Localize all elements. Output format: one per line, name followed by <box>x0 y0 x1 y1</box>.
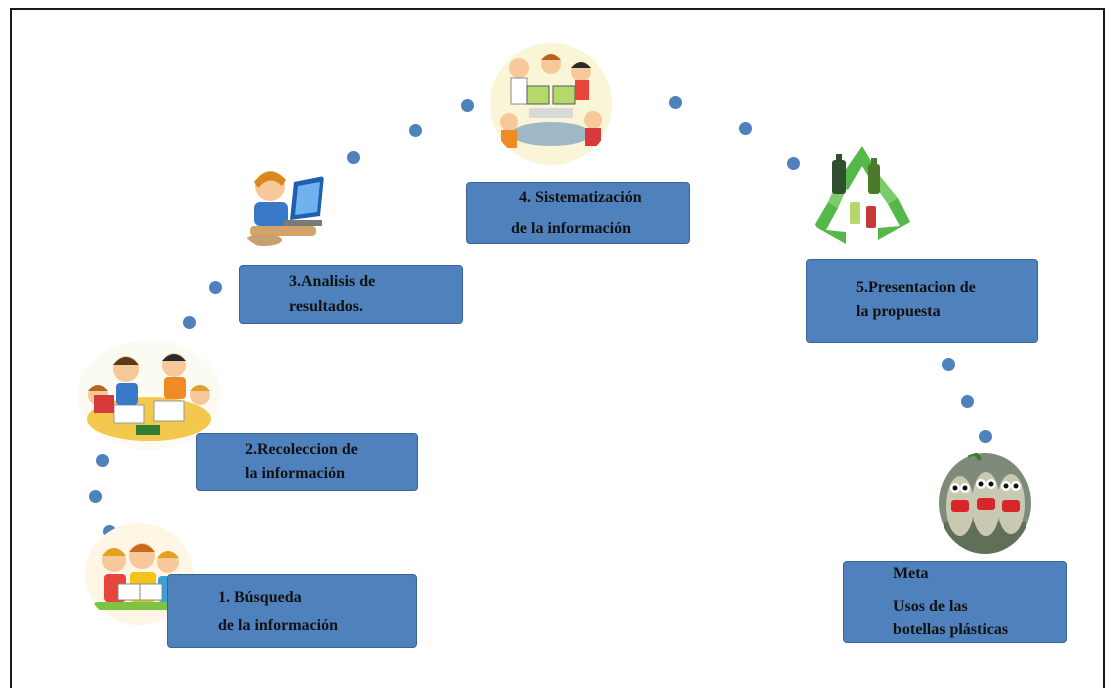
connector-dot <box>961 395 974 408</box>
step-2-subtitle: la información <box>245 465 345 482</box>
step-1-title: 1. Búsqueda <box>218 589 302 606</box>
step-4-box: 4. Sistematización de la información <box>466 182 690 244</box>
connector-dot <box>739 122 752 135</box>
class-at-computers-illustration <box>489 42 613 166</box>
step-1-box: 1. Búsqueda de la información <box>167 574 417 648</box>
step-5-subtitle: la propuesta <box>856 303 941 320</box>
step-2-box: 2.Recoleccion de la información <box>196 433 418 491</box>
step-3-subtitle: resultados. <box>289 298 363 315</box>
connector-dot <box>979 430 992 443</box>
step-3-box: 3.Analisis de resultados. <box>239 265 463 324</box>
goal-box: Meta Usos de las botellas plásticas <box>843 561 1067 643</box>
recycling-symbol-illustration <box>806 140 918 250</box>
group-study-illustration <box>76 339 222 451</box>
goal-title: Meta <box>893 565 929 582</box>
connector-dot <box>209 281 222 294</box>
step-5-title: 5.Presentacion de <box>856 279 976 296</box>
connector-dot <box>96 454 109 467</box>
step-4-subtitle: de la información <box>511 220 631 237</box>
connector-dot <box>409 124 422 137</box>
step-2-title: 2.Recoleccion de <box>245 441 358 458</box>
step-5-box: 5.Presentacion de la propuesta <box>806 259 1038 343</box>
connector-dot <box>347 151 360 164</box>
connector-dot <box>787 157 800 170</box>
step-4-title: 4. Sistematización <box>519 189 642 206</box>
goal-line-1: Usos de las <box>893 598 968 615</box>
boy-at-computer-illustration <box>232 160 334 252</box>
connector-dot <box>183 316 196 329</box>
connector-dot <box>461 99 474 112</box>
plastic-bottle-crafts-photo <box>938 452 1032 554</box>
step-1-subtitle: de la información <box>218 617 338 634</box>
diagram-frame <box>10 8 1105 688</box>
connector-dot <box>669 96 682 109</box>
connector-dot <box>942 358 955 371</box>
goal-line-2: botellas plásticas <box>893 621 1009 638</box>
connector-dot <box>89 490 102 503</box>
step-3-title: 3.Analisis de <box>289 273 376 290</box>
